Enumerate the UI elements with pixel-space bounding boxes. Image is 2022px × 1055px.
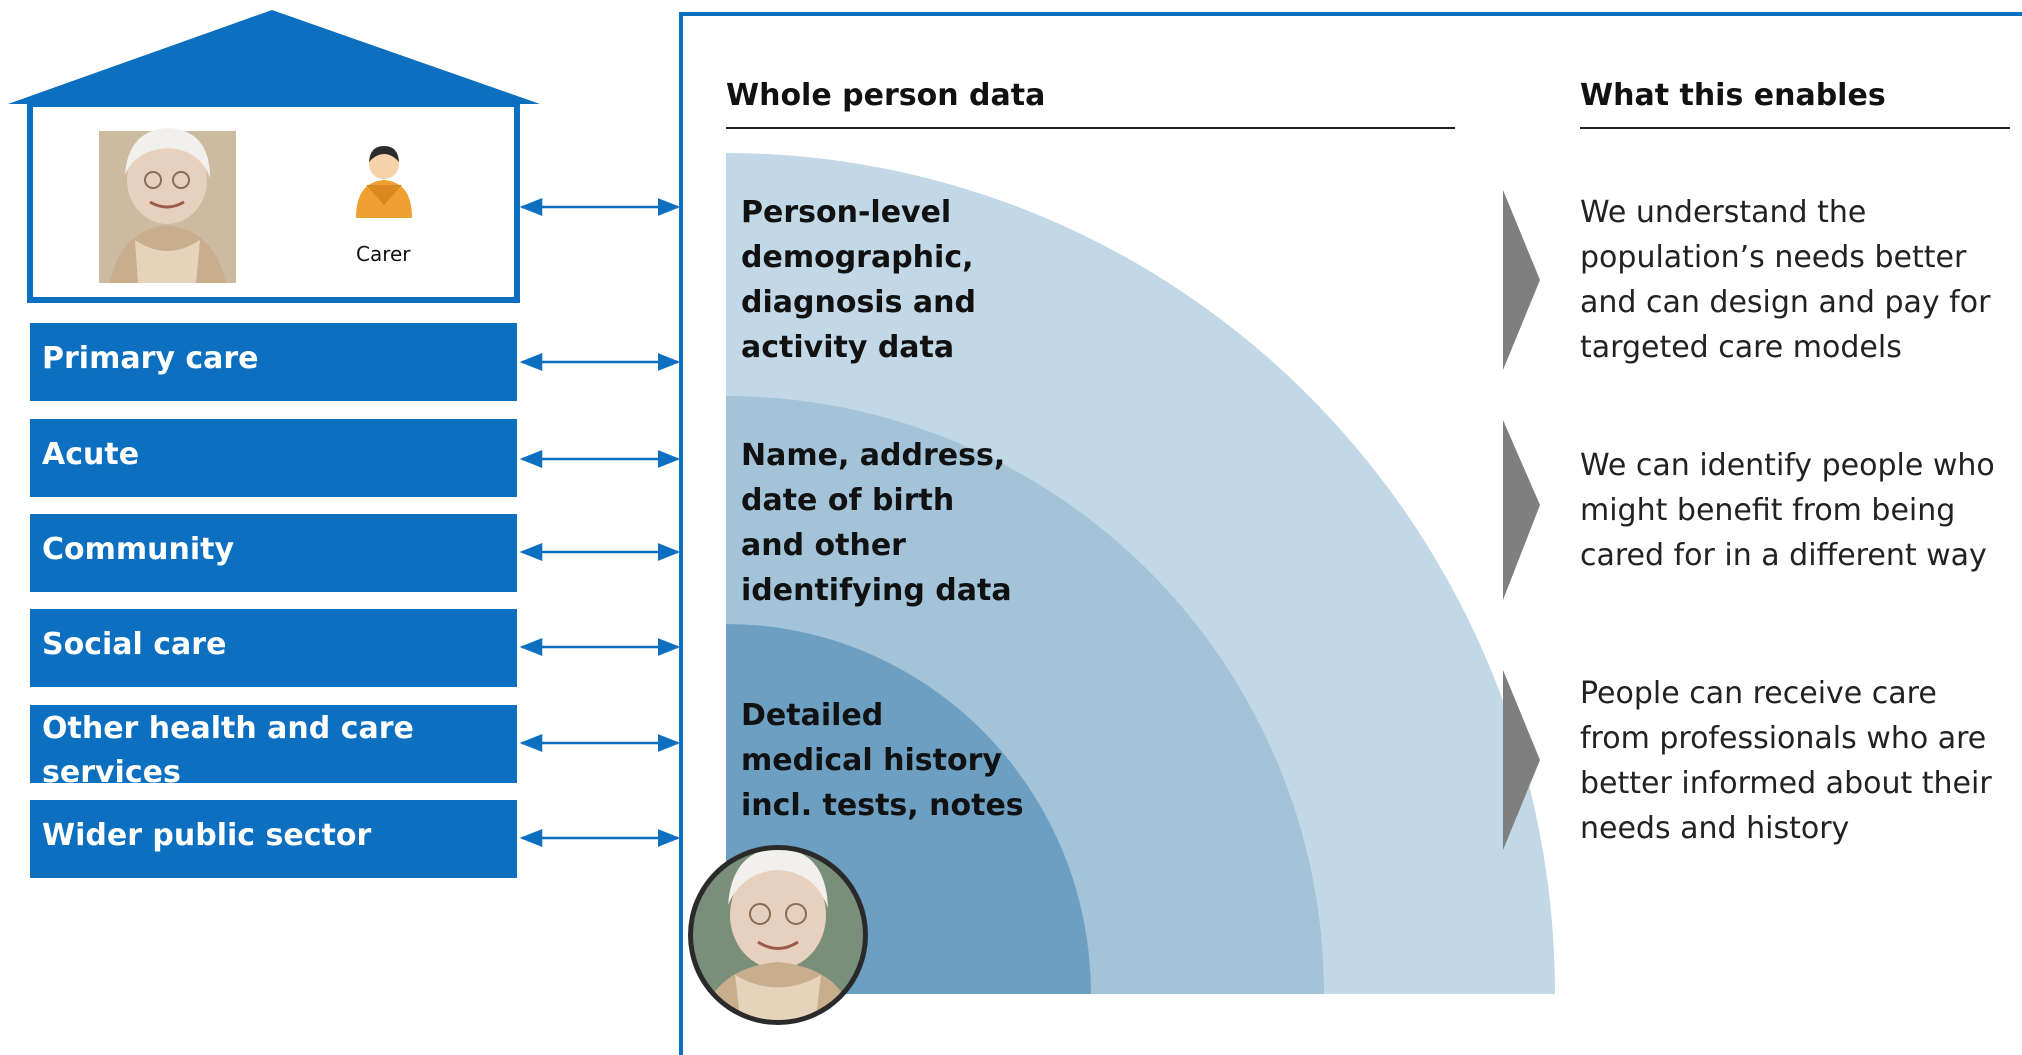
service-other-health-care: Other health and care services <box>30 705 517 790</box>
benefit-line: population’s needs better <box>1580 240 1967 275</box>
service-label: Wider public sector <box>42 818 372 853</box>
layer-label-line: activity data <box>741 330 955 365</box>
benefit-line: We can identify people who <box>1580 448 1995 483</box>
benefit-1: We understand the population’s needs bet… <box>1580 190 2020 370</box>
layer-label-line: Person-level <box>741 195 952 230</box>
service-acute: Acute <box>30 419 517 497</box>
service-label-line: services <box>42 755 181 790</box>
benefit-line: targeted care models <box>1580 330 1902 365</box>
person-portrait-icon <box>688 845 868 1025</box>
chevron-right-icon <box>1503 670 1540 850</box>
benefit-line: People can receive care <box>1580 676 1937 711</box>
benefit-line: from professionals who are <box>1580 721 1987 756</box>
layer-label-line: identifying data <box>741 573 1012 608</box>
service-primary-care: Primary care <box>30 323 517 401</box>
layer-label-line: and other <box>741 528 906 563</box>
layer-label-middle: Name, address, date of birth and other i… <box>741 433 1071 613</box>
service-label: Social care <box>42 627 227 662</box>
service-label: Primary care <box>42 341 259 376</box>
service-social-care: Social care <box>30 609 517 687</box>
chevron-right-icon <box>1503 190 1540 370</box>
benefit-line: needs and history <box>1580 811 1850 846</box>
layer-label-line: diagnosis and <box>741 285 976 320</box>
benefit-line: might benefit from being <box>1580 493 1956 528</box>
benefit-line: and can design and pay for <box>1580 285 1991 320</box>
service-label: Other health and care services <box>42 707 414 795</box>
service-wider-public-sector: Wider public sector <box>30 800 517 878</box>
layer-label-line: incl. tests, notes <box>741 788 1024 823</box>
chevron-right-icon <box>1503 420 1540 600</box>
layer-label-line: demographic, <box>741 240 974 275</box>
service-label: Community <box>42 532 235 567</box>
layer-label-line: Detailed <box>741 698 884 733</box>
house-roof <box>8 10 540 104</box>
heading-whole-person-data: Whole person data <box>726 78 1046 113</box>
benefit-line: cared for in a different way <box>1580 538 1987 573</box>
layer-label-line: date of birth <box>741 483 955 518</box>
heading-what-this-enables: What this enables <box>1580 78 1886 113</box>
benefit-line: We understand the <box>1580 195 1867 230</box>
service-label-line: Other health and care <box>42 711 414 746</box>
service-label: Acute <box>42 437 140 472</box>
benefit-line: better informed about their <box>1580 766 1992 801</box>
carer-person-icon <box>356 146 412 218</box>
carer-label: Carer <box>356 242 411 266</box>
layer-label-outer: Person-level demographic, diagnosis and … <box>741 190 1071 370</box>
service-community: Community <box>30 514 517 592</box>
benefit-3: People can receive care from professiona… <box>1580 671 2020 851</box>
layer-label-line: medical history <box>741 743 1002 778</box>
elderly-woman-photo <box>99 128 236 283</box>
benefit-2: We can identify people who might benefit… <box>1580 443 2020 578</box>
layer-label-line: Name, address, <box>741 438 1006 473</box>
layer-label-inner: Detailed medical history incl. tests, no… <box>741 693 1071 828</box>
